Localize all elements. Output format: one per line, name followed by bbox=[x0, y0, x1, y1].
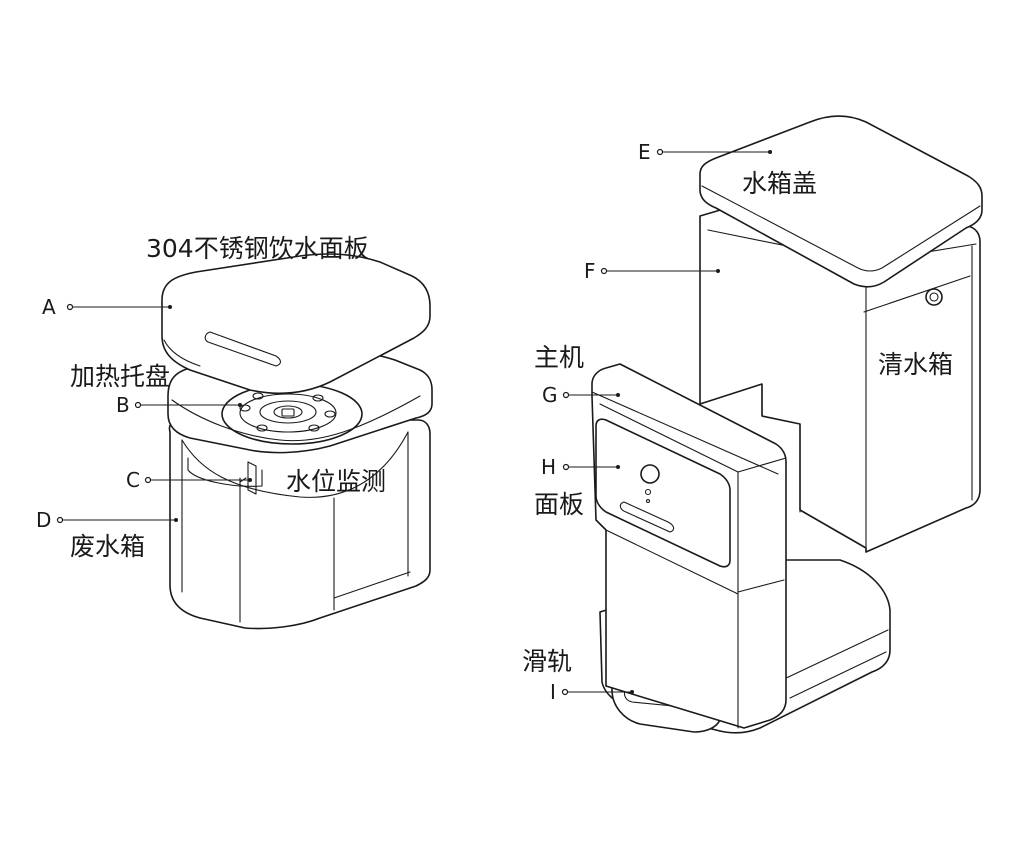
leader-A bbox=[66, 303, 172, 311]
label-A: A bbox=[42, 295, 56, 319]
leader-D bbox=[56, 516, 178, 524]
leader-H bbox=[562, 463, 620, 471]
water-level-sensor bbox=[247, 461, 257, 495]
label-B: B bbox=[116, 393, 130, 417]
caption-slide-rail: 滑轨 bbox=[522, 647, 572, 676]
tank-lid bbox=[699, 115, 983, 288]
caption-main-unit: 主机 bbox=[534, 343, 584, 372]
caption-water-level: 水位监测 bbox=[286, 467, 386, 496]
caption-waste-tank: 废水箱 bbox=[70, 532, 145, 561]
label-F: F bbox=[584, 259, 596, 283]
leader-B bbox=[134, 401, 242, 409]
caption-stainless-panel: 304不锈钢饮水面板 bbox=[146, 234, 369, 263]
leader-F bbox=[600, 267, 720, 275]
leader-G bbox=[562, 391, 620, 399]
leader-C bbox=[144, 476, 252, 484]
caption-clean-tank: 清水箱 bbox=[878, 350, 953, 379]
water-level-connector bbox=[239, 477, 247, 483]
label-I: I bbox=[550, 680, 556, 704]
label-H: H bbox=[541, 455, 556, 479]
leader-I bbox=[561, 688, 634, 696]
label-C: C bbox=[126, 468, 140, 492]
label-G: G bbox=[542, 383, 558, 407]
stainless-panel bbox=[161, 253, 431, 395]
face-panel bbox=[595, 418, 731, 568]
waste-water-tank bbox=[168, 419, 431, 630]
label-D: D bbox=[36, 508, 51, 532]
caption-face-panel: 面板 bbox=[534, 490, 584, 519]
label-E: E bbox=[638, 140, 651, 164]
caption-tank-lid: 水箱盖 bbox=[742, 169, 817, 198]
leader-E bbox=[656, 148, 772, 156]
caption-heating-tray: 加热托盘 bbox=[70, 362, 170, 391]
leader-lines bbox=[56, 148, 772, 696]
